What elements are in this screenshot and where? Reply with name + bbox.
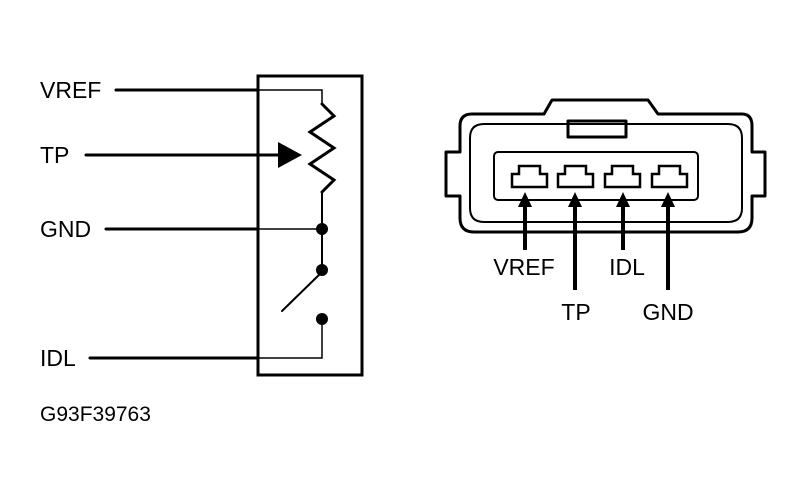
idl-internal-wire — [257, 318, 323, 359]
arrow-up-icon — [616, 192, 630, 207]
terminal-gnd — [650, 164, 689, 189]
schematic-nodes — [316, 223, 328, 325]
pin-cavity-area — [493, 151, 699, 201]
connector-label-idl: IDL — [609, 254, 645, 280]
wiper-arrow-icon — [278, 142, 302, 168]
schematic-label-vref: VREF — [40, 77, 101, 103]
pointer-idl — [616, 192, 630, 250]
pointer-vref — [518, 192, 532, 250]
vref-internal-wire — [257, 89, 323, 105]
switch-pivot-dot — [316, 264, 328, 276]
terminal-tp — [556, 164, 595, 189]
idle-switch-blade — [281, 271, 323, 312]
connector-label-tp: TP — [561, 299, 590, 325]
pointer-gnd — [661, 192, 675, 290]
connector-inner-shell — [469, 123, 743, 223]
figure-code: G93F39763 — [40, 403, 151, 426]
sensor-housing — [256, 74, 364, 377]
pin-pointers — [518, 192, 675, 290]
terminal-idl — [603, 164, 642, 189]
switch-contact-dot — [316, 313, 328, 325]
connector-face — [444, 98, 767, 234]
sensor-schematic — [84, 74, 364, 377]
schematic-label-gnd: GND — [40, 216, 91, 242]
connector-outer-shell — [444, 98, 767, 234]
arrow-up-icon — [661, 192, 675, 207]
potentiometer-resistor — [307, 102, 337, 194]
connector-terminals — [510, 164, 689, 189]
gnd-node-dot — [316, 223, 328, 235]
connector-label-gnd: GND — [642, 299, 693, 325]
arrow-up-icon — [568, 192, 582, 207]
pointer-tp — [568, 192, 582, 290]
schematic-label-idl: IDL — [40, 345, 76, 371]
schematic-label-tp: TP — [40, 142, 69, 168]
connector-lock-tab — [566, 119, 628, 139]
terminal-vref — [510, 164, 549, 189]
arrow-up-icon — [518, 192, 532, 207]
connector-label-vref: VREF — [493, 254, 554, 280]
